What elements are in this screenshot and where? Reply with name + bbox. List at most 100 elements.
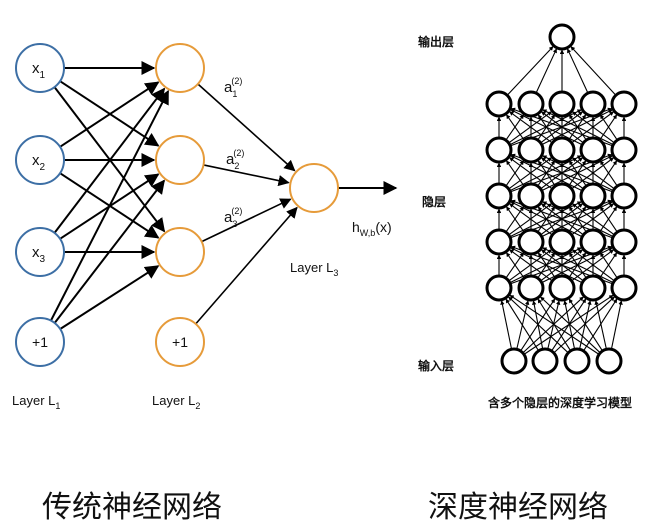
deep-hidden-node-5-2 — [517, 274, 545, 302]
edge-input-4-hidden-1 — [50, 89, 170, 322]
deep-hidden-node-4-5 — [610, 228, 638, 256]
deep-edge-in-2-0 — [508, 296, 569, 354]
deep-edge-h2-1-0 — [505, 160, 525, 187]
deep-edge-in-3-3 — [594, 300, 607, 350]
deep-hidden-node-3-4 — [579, 182, 607, 210]
deep-output-node — [548, 23, 576, 51]
edge-input-3-hidden-1 — [53, 87, 166, 234]
input-bias-node — [15, 317, 65, 367]
deep-edge-in-2-2 — [563, 300, 576, 350]
deep-title: 含多个隐层的深度学习模型 — [488, 395, 632, 410]
deep-hidden-node-2-1 — [485, 136, 513, 164]
traditional-connections — [50, 61, 398, 330]
deep-edge-in-3-0 — [509, 294, 600, 355]
edge-hidden-3-output — [201, 198, 292, 243]
deep-hidden-node-3-1 — [485, 182, 513, 210]
deep-hidden-node-1-2 — [517, 90, 545, 118]
deep-edge-in-1-0 — [505, 298, 540, 352]
output-label: hW,b(x) — [352, 219, 392, 238]
edge-input-4-hidden-2 — [53, 179, 166, 324]
deep-edge-in-3-1 — [540, 296, 601, 354]
deep-hidden-node-5-5 — [610, 274, 638, 302]
deep-hidden-node-1-3 — [548, 90, 576, 118]
deep-input-node-3 — [563, 347, 591, 375]
deep-edge-in-0-0 — [500, 300, 513, 350]
deep-edge-out-3 — [566, 48, 589, 94]
deep-edge-in-2-3 — [579, 300, 592, 350]
deep-edge-in-3-4 — [610, 300, 623, 350]
deep-edge-h3-1-0 — [505, 206, 525, 233]
deep-input-node-1 — [500, 347, 528, 375]
edge-hidden-1-output — [197, 83, 296, 172]
deep-edge-h2-4-2 — [572, 157, 615, 190]
hidden-node-2 — [155, 135, 205, 185]
deep-edge-h4-4-1 — [542, 247, 614, 284]
hidden-node-3 — [155, 227, 205, 277]
caption-deep: 深度神经网络 — [428, 490, 608, 525]
deep-hidden-node-2-2 — [517, 136, 545, 164]
activation-label-1: a1(2) — [224, 76, 242, 99]
layer-label-1: Layer L1 — [12, 393, 60, 411]
deep-input-label: 输入层 — [418, 358, 454, 373]
deep-hidden-node-5-1 — [485, 274, 513, 302]
deep-hidden-node-4-1 — [485, 228, 513, 256]
hidden-node-1 — [155, 43, 205, 93]
deep-edge-h4-1-0 — [505, 252, 525, 279]
caption-traditional: 传统神经网络 — [42, 490, 222, 525]
deep-edge-h4-2-0 — [509, 249, 553, 282]
deep-edge-h2-2-0 — [509, 157, 553, 190]
deep-hidden-node-4-4 — [579, 228, 607, 256]
deep-edge-h3-4-1 — [542, 201, 614, 238]
deep-edge-h4-3-0 — [510, 247, 583, 284]
deep-hidden-node-1-1 — [485, 90, 513, 118]
deep-hidden-node-3-2 — [517, 182, 545, 210]
deep-output-label: 输出层 — [418, 34, 454, 49]
input-node-3 — [15, 227, 65, 277]
hidden-bias-node — [155, 317, 205, 367]
deep-edge-out-0 — [506, 46, 554, 96]
input-bias-label: +1 — [32, 334, 48, 350]
deep-hidden-node-4-2 — [517, 228, 545, 256]
deep-edge-h1-4-2 — [572, 111, 615, 144]
deep-hidden-node-3-3 — [548, 182, 576, 210]
deep-hidden-node-4-3 — [548, 228, 576, 256]
input-node-label: x2 — [32, 152, 46, 173]
deep-hidden-node-1-4 — [579, 90, 607, 118]
deep-edge-h2-4-1 — [542, 155, 614, 192]
deep-hidden-node-1-5 — [610, 90, 638, 118]
deep-edge-in-1-4 — [553, 296, 615, 354]
deep-edge-out-1 — [535, 48, 558, 94]
deep-hidden-label: 隐层 — [422, 194, 446, 209]
deep-edge-in-1-2 — [547, 300, 561, 350]
deep-edge-h1-3-0 — [510, 109, 583, 146]
input-node-label: x1 — [32, 60, 46, 81]
deep-input-node-2 — [531, 347, 559, 375]
layer-label-2: Layer L2 — [152, 393, 200, 411]
deep-hidden-node-3-5 — [610, 182, 638, 210]
deep-hidden-node-2-3 — [548, 136, 576, 164]
deep-edge-h1-4-3 — [599, 114, 618, 141]
deep-edge-h3-2-0 — [509, 203, 553, 236]
deep-hidden-node-5-4 — [579, 274, 607, 302]
edge-hidden-2-output — [203, 164, 290, 187]
deep-input-node-4 — [595, 347, 623, 375]
deep-edge-h1-2-0 — [509, 111, 553, 144]
deep-edge-h3-3-0 — [510, 201, 583, 238]
deep-edge-out-4 — [570, 46, 617, 96]
deep-edge-h4-4-2 — [572, 249, 615, 282]
deep-hidden-node-2-5 — [610, 136, 638, 164]
deep-edge-h2-3-0 — [510, 155, 583, 192]
deep-edge-in-3-2 — [568, 298, 603, 352]
input-node-2 — [15, 135, 65, 185]
hidden-bias-label: +1 — [172, 334, 188, 350]
deep-edge-h3-4-3 — [599, 206, 618, 233]
deep-edge-h1-4-1 — [542, 109, 614, 146]
activation-label-2: a2(2) — [226, 148, 244, 171]
layer-label-3: Layer L3 — [290, 260, 338, 278]
edge-hidden-4-output — [195, 206, 298, 325]
deep-edge-h2-4-3 — [599, 160, 618, 187]
deep-edge-h3-4-2 — [572, 203, 615, 236]
